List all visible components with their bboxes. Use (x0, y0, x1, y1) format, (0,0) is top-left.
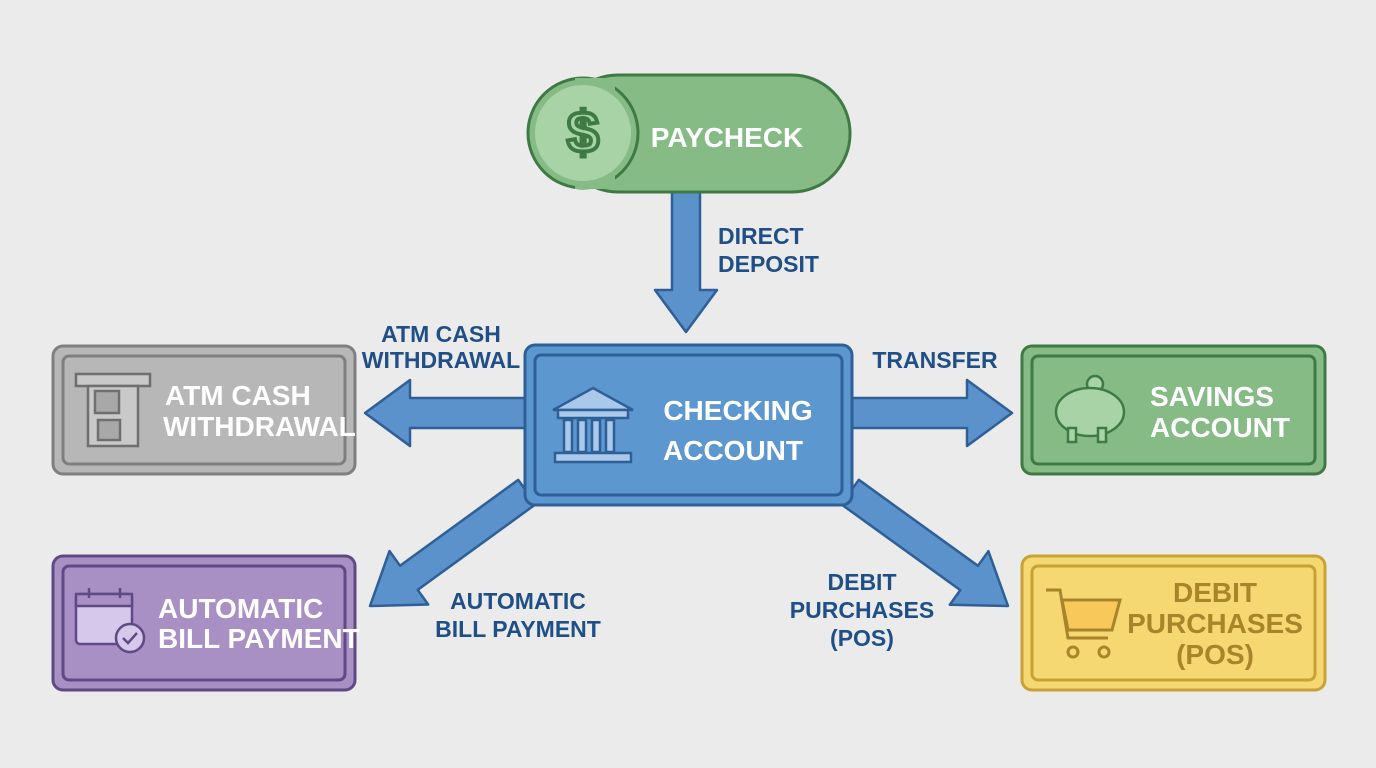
debit-edge-label-3: (POS) (830, 625, 894, 651)
arrows (363, 190, 1014, 608)
savings-account-node: SAVINGS ACCOUNT (1020, 344, 1327, 476)
calendar-check-icon (74, 588, 146, 654)
bill-line1: AUTOMATIC (158, 593, 323, 624)
debit-edge-label-2: PURCHASES (790, 597, 934, 623)
savings-line2: ACCOUNT (1150, 412, 1290, 443)
checking-line1: CHECKING (663, 395, 812, 426)
atm-withdrawal-arrow (363, 378, 527, 448)
paycheck-node: $ PAYCHECK (526, 73, 852, 194)
atm-edge-label-2: WITHDRAWAL (362, 347, 520, 373)
bill-payment-arrow (368, 478, 538, 608)
atm-edge-label-1: ATM CASH (381, 321, 501, 347)
piggy-bank-icon (1054, 374, 1126, 444)
debit-line1: DEBIT (1173, 577, 1257, 608)
direct-deposit-label-2: DEPOSIT (718, 251, 819, 277)
checking-line2: ACCOUNT (663, 435, 803, 466)
direct-deposit-arrow (653, 190, 719, 334)
bill-line2: BILL PAYMENT (158, 623, 360, 654)
shopping-cart-icon (1046, 588, 1122, 659)
atm-line2: WITHDRAWAL (163, 411, 356, 442)
atm-icon (74, 372, 152, 448)
svg-text:$: $ (567, 100, 599, 165)
bank-icon (552, 386, 634, 464)
bill-edge-label-2: BILL PAYMENT (435, 616, 601, 642)
debit-purchases-node: DEBIT PURCHASES (POS) (1020, 554, 1327, 692)
paycheck-title: PAYCHECK (651, 122, 803, 153)
automatic-bill-payment-node: AUTOMATIC BILL PAYMENT (51, 554, 360, 692)
atm-withdrawal-node: ATM CASH WITHDRAWAL (51, 344, 357, 476)
debit-edge-label-1: DEBIT (828, 569, 897, 595)
dollar-icon (535, 85, 631, 181)
direct-deposit-label-1: DIRECT (718, 223, 804, 249)
debit-line3: (POS) (1176, 639, 1254, 670)
transfer-arrow (850, 378, 1014, 448)
savings-line1: SAVINGS (1150, 381, 1274, 412)
debit-purchases-arrow (839, 478, 1010, 608)
debit-line2: PURCHASES (1127, 608, 1303, 639)
checking-account-node: CHECKING ACCOUNT (523, 343, 854, 507)
bill-edge-label-1: AUTOMATIC (450, 588, 586, 614)
atm-line1: ATM CASH (165, 380, 311, 411)
transfer-edge-label: TRANSFER (872, 347, 998, 373)
